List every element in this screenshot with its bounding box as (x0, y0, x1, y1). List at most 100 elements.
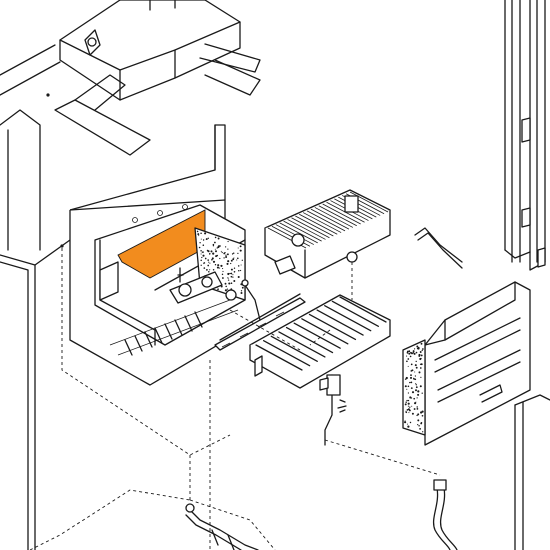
heat-exchanger-fin (295, 215, 334, 237)
insulation-speck (224, 246, 227, 248)
insulation-speck (240, 291, 243, 295)
insulation-speck (237, 265, 240, 267)
insulation-speck (202, 251, 204, 253)
heat-exchanger-fin (287, 219, 326, 240)
insulation-speck (236, 259, 238, 261)
insulation-speck (415, 351, 418, 354)
insulation-speck (205, 238, 208, 241)
insulation-speck (217, 246, 220, 249)
rear-insulation-panel[interactable] (117, 209, 206, 279)
assembly-guide-lines (29, 248, 441, 550)
insulation-speck (410, 387, 413, 390)
insulation-speck (408, 409, 411, 412)
insulation-speck (419, 427, 422, 430)
side-frame-rail-right[interactable] (504, 0, 550, 550)
insulation-speck (408, 352, 411, 355)
insulation-speck (212, 252, 215, 255)
side-frame-rail[interactable] (214, 293, 306, 351)
insulation-speck (420, 363, 423, 366)
insulation-speck (408, 412, 410, 414)
insulation-speck (227, 277, 229, 279)
insulation-speck (203, 267, 206, 269)
insulation-speck (421, 349, 423, 352)
insulation-speck (404, 421, 407, 424)
insulation-speck (418, 371, 421, 374)
insulation-speck (224, 289, 227, 292)
burner-assembly[interactable] (249, 294, 391, 389)
insulation-speck (415, 366, 418, 369)
gas-supply-pipe[interactable] (185, 503, 259, 550)
insulation-speck (215, 255, 218, 258)
boiler-casing[interactable] (0, 44, 71, 550)
insulation-speck (212, 243, 215, 246)
insulation-speck (241, 286, 244, 289)
insulation-speck (220, 250, 222, 252)
insulation-speck (220, 264, 223, 267)
insulation-speck (233, 280, 236, 282)
insulation-speck (413, 378, 415, 380)
insulation-speck (415, 360, 417, 363)
insulation-speck (222, 268, 224, 270)
insulation-speck (212, 269, 215, 271)
insulation-speck (407, 385, 410, 388)
insulation-speck (419, 385, 422, 388)
insulation-speck (407, 399, 410, 402)
insulation-speck (237, 252, 239, 255)
insulation-speck (416, 345, 419, 348)
insulation-speck (200, 264, 202, 266)
insulation-speck (208, 261, 210, 263)
burner-blade (262, 339, 311, 367)
insulation-speck (199, 242, 201, 244)
insulation-speck (230, 282, 233, 285)
insulation-speck (405, 401, 407, 404)
insulation-speck (200, 232, 202, 234)
insulation-speck (204, 232, 207, 235)
burner-blade (324, 305, 372, 332)
insulation-speck (408, 350, 411, 352)
insulation-speck (406, 351, 409, 354)
gas-manifold[interactable] (169, 267, 249, 304)
insulation-speck (241, 259, 243, 261)
insulation-speck (227, 277, 229, 279)
burner-blade (285, 326, 334, 354)
insulation-speck (238, 269, 240, 272)
insulation-speck (420, 342, 423, 345)
insulation-speck (412, 352, 414, 354)
insulation-speck (222, 270, 224, 273)
flexible-hose[interactable] (432, 479, 458, 550)
insulation-speck (411, 391, 415, 394)
insulation-speck (226, 288, 229, 290)
connecting-pipe[interactable] (414, 227, 463, 269)
heat-exchanger-fin (306, 210, 346, 232)
insulation-speck (417, 347, 420, 350)
insulation-speck (230, 259, 233, 262)
insulation-speck (409, 396, 412, 399)
insulation-speck (420, 354, 423, 357)
burner-blade (339, 296, 387, 323)
front-chamber-cover[interactable] (402, 281, 531, 446)
insulation-speck (229, 272, 231, 275)
insulation-speck (221, 251, 223, 254)
insulation-speck (232, 258, 235, 261)
electrode-assembly[interactable] (319, 374, 347, 446)
insulation-speck (225, 256, 228, 258)
flue-hood[interactable] (54, 0, 261, 156)
insulation-speck (230, 262, 232, 265)
heat-exchanger[interactable] (264, 189, 391, 279)
insulation-speck (416, 406, 418, 408)
insulation-speck (202, 239, 205, 241)
burner-blade (316, 309, 364, 336)
insulation-speck (409, 381, 411, 384)
insulation-speck (211, 257, 214, 260)
insulation-speck (210, 250, 213, 253)
insulation-speck (414, 375, 417, 377)
insulation-speck (204, 257, 207, 260)
insulation-speck (203, 262, 205, 264)
insulation-speck (419, 367, 422, 369)
insulation-speck (417, 413, 420, 416)
insulation-speck (407, 402, 410, 405)
insulation-speck (415, 384, 417, 386)
insulation-speck (232, 276, 234, 278)
insulation-speck (410, 397, 413, 399)
insulation-speck (414, 371, 416, 373)
